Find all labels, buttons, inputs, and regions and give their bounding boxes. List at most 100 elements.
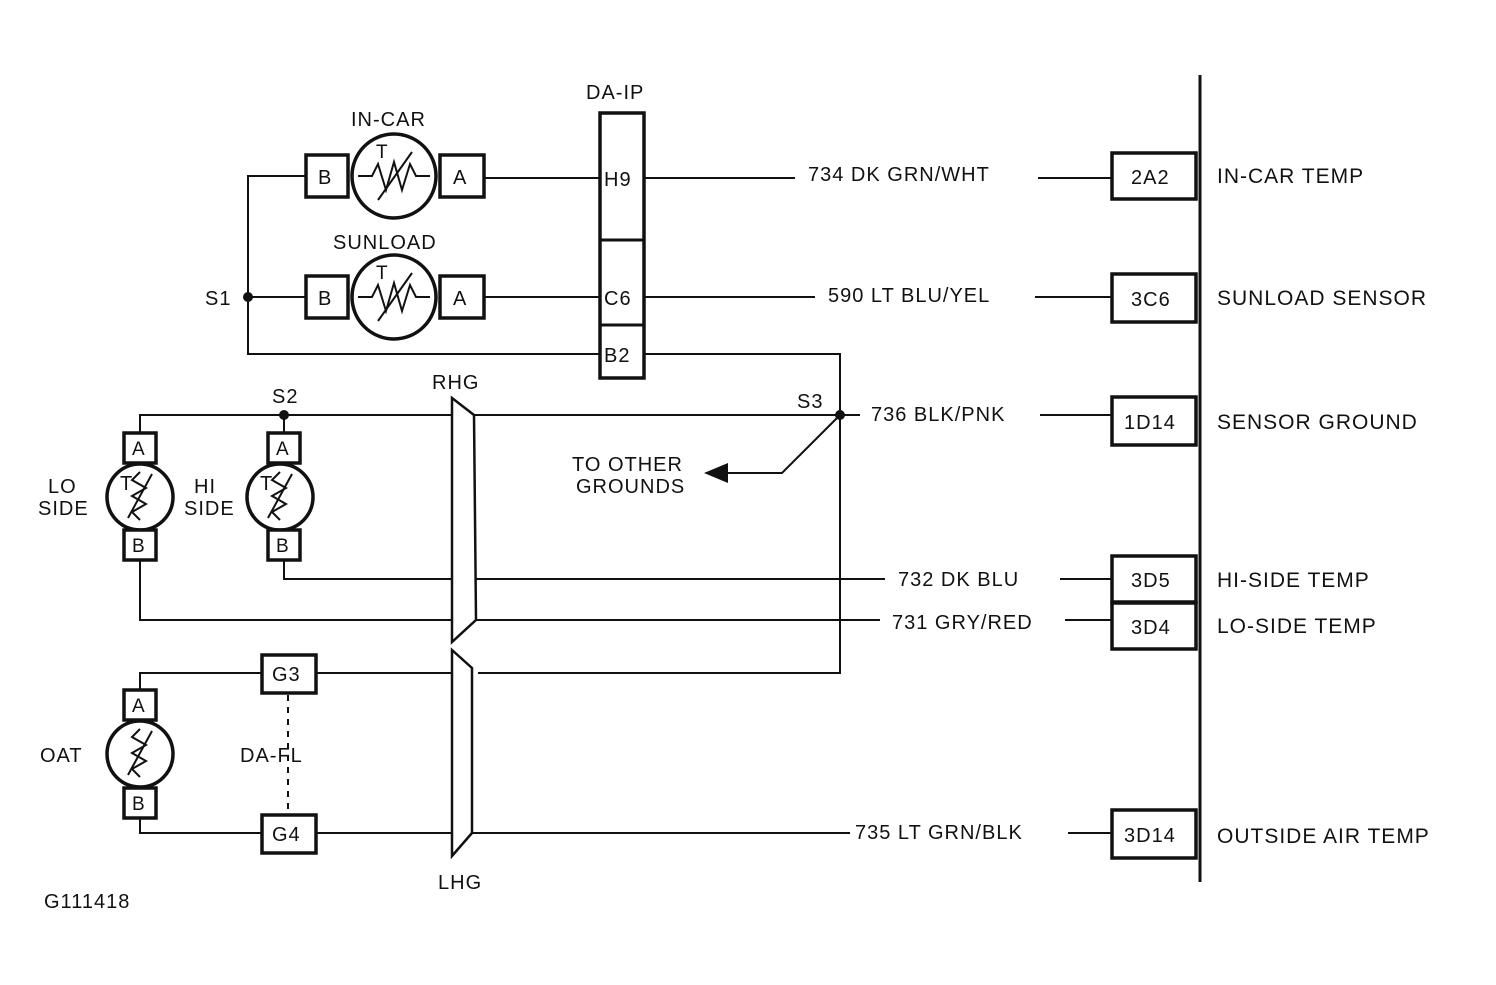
oat-pin-b: B bbox=[132, 794, 146, 815]
function-sunload-sensor: SUNLOAD SENSOR bbox=[1217, 287, 1427, 310]
lhg-label: LHG bbox=[438, 872, 482, 894]
sunload-resistor-zigzag bbox=[358, 279, 430, 315]
circuit-in-car: 734 DK GRN/WHT 2A2 IN-CAR TEMP bbox=[808, 151, 1364, 201]
wire-s2-bus bbox=[139, 414, 452, 433]
terminal-2a2: 2A2 bbox=[1131, 167, 1170, 189]
wire-731-a bbox=[139, 560, 452, 621]
sunload-label: SUNLOAD bbox=[333, 232, 437, 254]
wire-oat-g4 bbox=[139, 818, 262, 834]
oat-thermistor-slash bbox=[127, 730, 153, 776]
oat-sensor: A B bbox=[105, 688, 175, 820]
terminal-1d14: 1D14 bbox=[1124, 412, 1176, 434]
wire-label-735: 735 LT GRN/BLK bbox=[855, 822, 1023, 844]
sunload-thermistor-slash bbox=[377, 272, 413, 322]
g3-connector-box bbox=[260, 653, 318, 695]
sunload-sensor: B T A bbox=[304, 253, 486, 341]
terminal-3d5: 3D5 bbox=[1131, 570, 1171, 592]
in-car-resistor-zigzag bbox=[358, 158, 430, 194]
pin-b2: B2 bbox=[604, 345, 630, 367]
circuit-outside-air: 735 LT GRN/BLK 3D14 OUTSIDE AIR TEMP bbox=[855, 808, 1430, 860]
in-car-sensor: B T A bbox=[304, 132, 486, 220]
lo-side-t-mark: T bbox=[120, 473, 133, 495]
splice-s2-dot bbox=[279, 410, 289, 420]
circuit-lo-side: 731 GRY/RED 3D4 LO-SIDE TEMP bbox=[892, 601, 1377, 651]
terminal-3d4: 3D4 bbox=[1131, 617, 1171, 639]
splice-s3-label: S3 bbox=[797, 391, 823, 413]
lo-side-label-1: LO bbox=[48, 476, 77, 498]
pin-c6: C6 bbox=[604, 288, 632, 310]
hi-side-pin-b-box bbox=[266, 528, 302, 562]
lo-side-pin-a: A bbox=[132, 439, 146, 460]
wire-oat-g3 bbox=[139, 672, 262, 690]
circuit-sensor-ground: 736 BLK/PNK 1D14 SENSOR GROUND bbox=[871, 395, 1418, 447]
splice-s3-dot bbox=[835, 410, 845, 420]
hi-side-t-mark: T bbox=[260, 473, 273, 495]
da-fl-label: DA-FL bbox=[240, 745, 303, 767]
lo-side-sensor: A T B bbox=[105, 431, 175, 562]
g4-connector-box bbox=[260, 813, 318, 855]
arrow-other-grounds bbox=[704, 463, 728, 483]
hi-side-thermistor-slash bbox=[267, 473, 293, 519]
da-ip-connector bbox=[598, 111, 646, 380]
in-car-thermistor-slash bbox=[377, 151, 413, 201]
wire-other-grounds bbox=[712, 414, 841, 474]
circuit-hi-side: 732 DK BLU 3D5 HI-SIDE TEMP bbox=[898, 554, 1370, 604]
pin-g3: G3 bbox=[272, 664, 301, 686]
terminal-box-2a2 bbox=[1110, 151, 1198, 201]
wire-s1-trunk bbox=[247, 175, 600, 355]
wire-label-731: 731 GRY/RED bbox=[892, 612, 1033, 634]
lhg-connector bbox=[450, 647, 474, 860]
rhg-label: RHG bbox=[432, 372, 479, 394]
oat-pin-b-box bbox=[122, 786, 158, 820]
lo-side-pin-b: B bbox=[132, 536, 146, 557]
figure-id: G111418 bbox=[44, 891, 130, 913]
sunload-pin-a-box bbox=[438, 274, 486, 320]
in-car-pin-b: B bbox=[318, 167, 332, 189]
da-ip-label: DA-IP bbox=[586, 82, 644, 104]
pin-g4: G4 bbox=[272, 824, 301, 846]
wire-b2-s3 bbox=[478, 353, 841, 674]
hi-side-pin-a: A bbox=[276, 439, 290, 460]
sunload-pin-b: B bbox=[318, 288, 332, 310]
splice-s1-label: S1 bbox=[205, 288, 231, 310]
function-sensor-ground: SENSOR GROUND bbox=[1217, 411, 1418, 434]
other-grounds-line-1: TO OTHER bbox=[572, 454, 683, 476]
terminal-box-1d14 bbox=[1110, 395, 1198, 447]
hi-side-sensor: A T B bbox=[245, 431, 315, 562]
function-in-car-temp: IN-CAR TEMP bbox=[1217, 165, 1364, 188]
lo-side-label-2: SIDE bbox=[38, 498, 89, 520]
sunload-t-mark: T bbox=[376, 263, 389, 284]
function-hi-side-temp: HI-SIDE TEMP bbox=[1217, 569, 1370, 592]
oat-label: OAT bbox=[40, 745, 83, 767]
function-lo-side-temp: LO-SIDE TEMP bbox=[1217, 615, 1377, 638]
in-car-pin-a-box bbox=[438, 153, 486, 199]
other-grounds-line-2: GROUNDS bbox=[576, 476, 685, 498]
wire-label-732: 732 DK BLU bbox=[898, 569, 1019, 591]
in-car-t-mark: T bbox=[376, 142, 389, 163]
circuit-sunload: 590 LT BLU/YEL 3C6 SUNLOAD SENSOR bbox=[828, 272, 1427, 324]
in-car-pin-b-box bbox=[304, 153, 350, 199]
splice-s2-label: S2 bbox=[272, 386, 298, 408]
oat-pin-a: A bbox=[132, 696, 146, 717]
wires bbox=[139, 175, 1112, 834]
terminal-3c6: 3C6 bbox=[1131, 289, 1171, 311]
function-outside-air-temp: OUTSIDE AIR TEMP bbox=[1217, 825, 1430, 848]
wire-label-736: 736 BLK/PNK bbox=[871, 404, 1005, 426]
pin-h9: H9 bbox=[604, 169, 632, 191]
hi-side-pin-b: B bbox=[276, 536, 290, 557]
sunload-pin-b-box bbox=[304, 274, 350, 320]
rhg-connector bbox=[450, 395, 478, 645]
terminal-box-3c6 bbox=[1110, 272, 1198, 324]
splice-s1-dot bbox=[243, 292, 253, 302]
in-car-pin-a: A bbox=[453, 167, 467, 189]
wire-label-590: 590 LT BLU/YEL bbox=[828, 285, 990, 307]
sunload-pin-a: A bbox=[453, 288, 467, 310]
lo-side-thermistor-slash bbox=[127, 473, 153, 519]
terminal-box-3d14 bbox=[1110, 808, 1198, 860]
lo-side-pin-b-box bbox=[122, 528, 158, 562]
terminal-3d14: 3D14 bbox=[1124, 825, 1176, 847]
terminal-box-3d4 bbox=[1110, 601, 1198, 651]
wire-label-734: 734 DK GRN/WHT bbox=[808, 164, 990, 186]
wire-732-a bbox=[283, 560, 452, 580]
